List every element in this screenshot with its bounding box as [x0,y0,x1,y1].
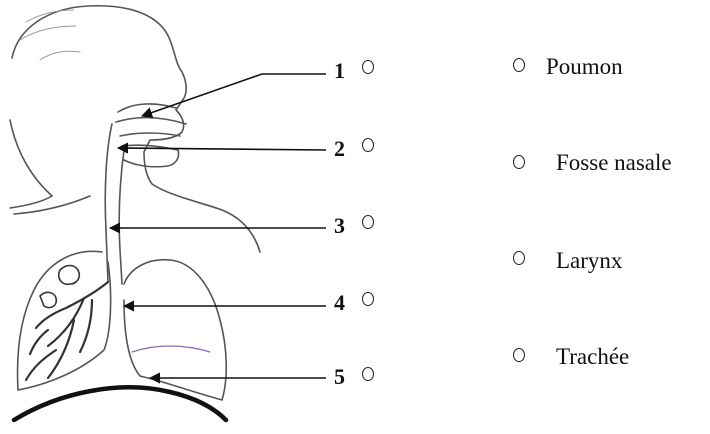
choice-circle-larynx[interactable] [513,251,525,265]
label-5: 5 [334,364,345,390]
head-outline [12,6,260,252]
nasal-cavity [116,104,186,136]
lung-lobe-line [132,346,210,352]
answer-circle-3[interactable] [362,215,374,229]
choice-circle-poumon[interactable] [513,58,525,72]
choice-circle-fosse-nasale[interactable] [513,155,525,169]
left-lung-outline [18,251,111,390]
neck-outline [10,120,52,208]
choice-circle-trachee[interactable] [513,348,525,362]
label-3: 3 [334,213,345,239]
choice-trachee: Trachée [556,344,629,370]
trachea-left-wall [105,124,112,282]
label-1: 1 [334,58,345,84]
choice-larynx: Larynx [556,248,622,274]
choice-poumon: Poumon [546,54,623,80]
right-lung-outline [124,260,226,400]
arrow-1 [142,74,326,116]
respiratory-system-figure [0,0,360,434]
answer-circle-4[interactable] [362,292,374,306]
label-4: 4 [334,290,345,316]
pointer-arrows [110,74,326,378]
hair-strands [20,10,80,60]
answer-circle-5[interactable] [362,367,374,381]
trachea-right-wall [119,150,124,284]
choice-fosse-nasale: Fosse nasale [556,150,672,176]
answer-circle-1[interactable] [362,60,374,74]
answer-circle-2[interactable] [362,138,374,152]
arrow-2 [118,148,326,150]
label-2: 2 [334,136,345,162]
